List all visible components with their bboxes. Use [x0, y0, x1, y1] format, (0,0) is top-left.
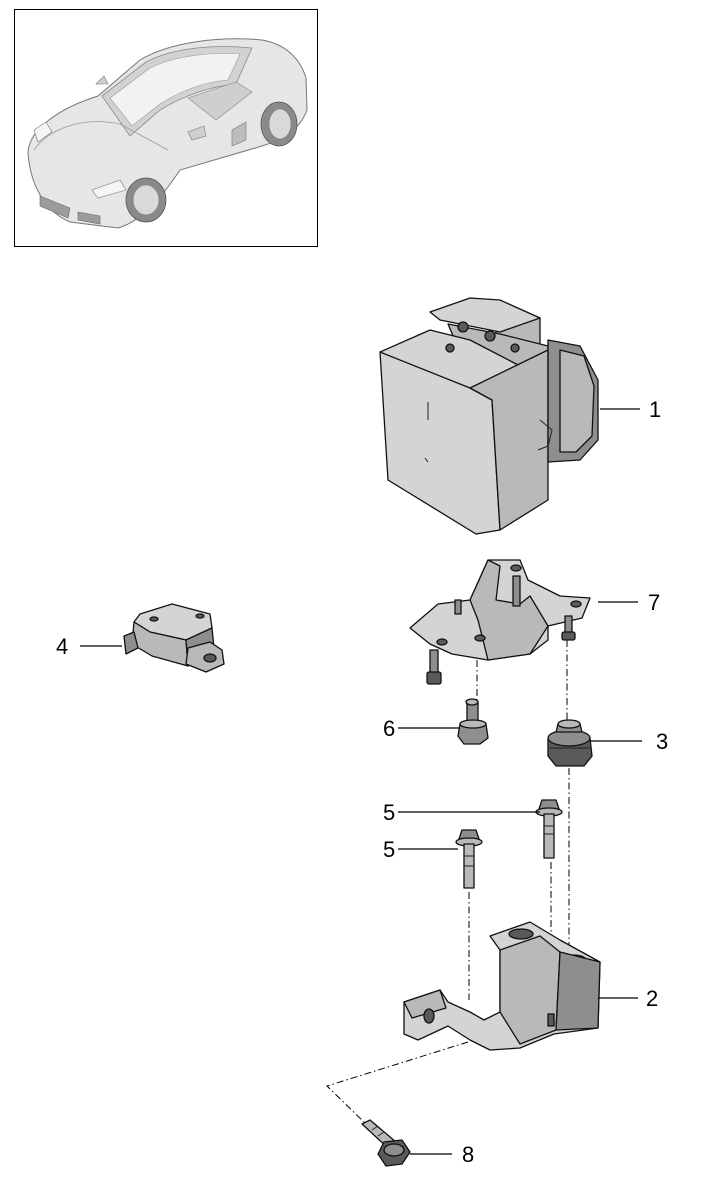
part-abs-control-unit: [379, 297, 599, 535]
part-sensor: [123, 603, 225, 673]
callout-5-upper: 5: [383, 800, 395, 825]
callout-1: 1: [649, 397, 661, 422]
part-lower-bracket: [403, 921, 601, 1051]
car-illustration: [27, 38, 308, 229]
part-rubber-mount: [547, 719, 593, 767]
callout-6: 6: [383, 716, 395, 741]
alignment-lines: [326, 640, 570, 1129]
part-bolt-5-lower: [455, 829, 483, 889]
callout-3: 3: [656, 729, 668, 754]
callout-8: 8: [462, 1142, 474, 1167]
callout-2: 2: [646, 986, 658, 1011]
leader-lines: [80, 408, 642, 1155]
part-bolt-8: [361, 1119, 411, 1167]
callout-labels: 1 7 4 6 3 5 5 2 8: [56, 397, 668, 1167]
callout-7: 7: [648, 590, 660, 615]
callout-5-lower: 5: [383, 837, 395, 862]
callout-4: 4: [56, 634, 68, 659]
part-flange-bolt-6: [457, 698, 489, 745]
vehicle-thumbnail: [14, 9, 318, 247]
part-mounting-bracket: [409, 559, 591, 685]
part-bolt-5-upper: [535, 799, 563, 859]
